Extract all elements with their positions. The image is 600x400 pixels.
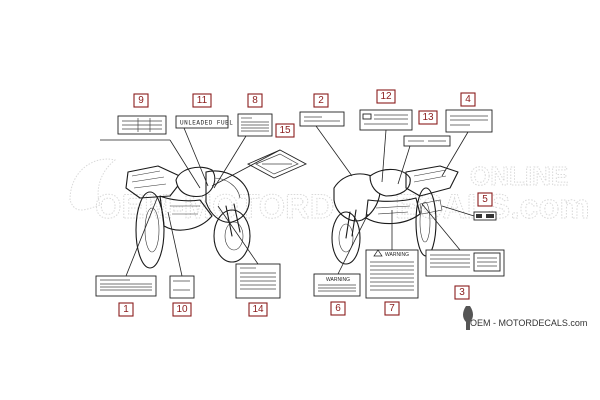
decal-12 xyxy=(359,109,413,131)
decal-7-text: WARNING xyxy=(385,252,409,258)
decal-14 xyxy=(235,263,281,299)
watermark-text-left: OEM-MOTORD xyxy=(95,188,334,226)
callout-3: 3 xyxy=(454,285,470,300)
callout-labels: 9 11 8 2 12 4 13 15 xyxy=(118,89,493,317)
callout-6: 6 xyxy=(330,301,346,316)
watermark-text-top-right: ONLINE xyxy=(470,161,568,191)
decal-9 xyxy=(117,115,167,135)
callout-7: 7 xyxy=(384,301,400,316)
svg-text:1: 1 xyxy=(123,304,129,315)
callout-1: 1 xyxy=(118,302,134,317)
svg-text:8: 8 xyxy=(252,95,258,106)
svg-text:12: 12 xyxy=(380,91,392,102)
decal-7: WARNING xyxy=(365,249,419,299)
decal-13 xyxy=(403,135,451,147)
oem-motordecals-logo: OEM - MOTORDECALS.com xyxy=(463,306,587,330)
svg-text:6: 6 xyxy=(335,303,341,314)
svg-text:13: 13 xyxy=(422,112,434,123)
motorcycle-left-view xyxy=(125,165,251,269)
callout-12: 12 xyxy=(376,89,396,104)
callout-14: 14 xyxy=(248,302,268,317)
svg-text:2: 2 xyxy=(318,95,324,106)
svg-text:4: 4 xyxy=(465,94,471,105)
svg-text:15: 15 xyxy=(279,125,291,136)
decal-2 xyxy=(299,111,345,127)
svg-text:5: 5 xyxy=(482,194,488,205)
callout-5: 5 xyxy=(477,192,493,207)
leader-lines xyxy=(100,125,475,277)
svg-text:14: 14 xyxy=(252,304,264,315)
callout-11: 11 xyxy=(192,93,212,108)
callout-13: 13 xyxy=(418,110,438,125)
decal-11: UNLEADED FUEL ONLY xyxy=(175,115,254,129)
decal-3 xyxy=(425,249,505,277)
decal-10 xyxy=(169,275,195,299)
decal-6: WARNING xyxy=(313,273,361,297)
decal-1 xyxy=(95,275,157,297)
callout-9: 9 xyxy=(133,93,149,108)
callout-15: 15 xyxy=(275,123,295,138)
logo-text: OEM - MOTORDECALS.com xyxy=(470,318,587,328)
decal-15 xyxy=(246,149,308,179)
callout-8: 8 xyxy=(247,93,263,108)
decal-11-text: UNLEADED FUEL ONLY xyxy=(180,120,254,127)
decal-4 xyxy=(445,109,493,133)
callout-10: 10 xyxy=(172,302,192,317)
svg-text:11: 11 xyxy=(197,95,208,106)
svg-text:9: 9 xyxy=(138,95,144,106)
decal-5 xyxy=(473,211,497,221)
svg-text:3: 3 xyxy=(459,287,465,298)
decal-6-text: WARNING xyxy=(326,277,350,283)
callout-2: 2 xyxy=(313,93,329,108)
callout-4: 4 xyxy=(460,92,476,107)
logo-helmet-icon xyxy=(463,306,473,330)
decal-8 xyxy=(237,113,273,137)
svg-text:10: 10 xyxy=(176,304,188,315)
svg-text:7: 7 xyxy=(389,303,395,314)
